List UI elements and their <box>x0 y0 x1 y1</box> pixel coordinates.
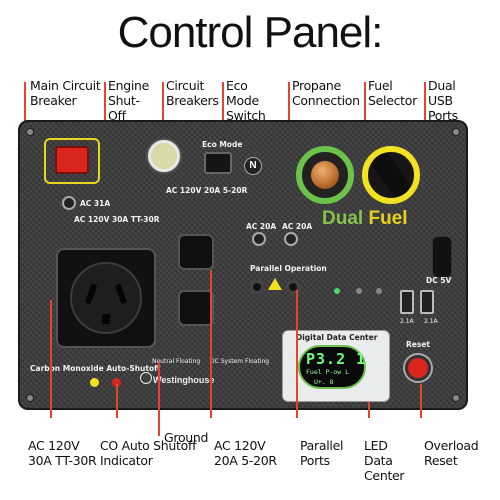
callout-main-circuit-breaker: Main Circuit Breaker <box>30 78 101 108</box>
lcd-display <box>298 345 366 389</box>
leader-propane <box>288 82 290 154</box>
screw <box>452 128 460 136</box>
ac-20a-left-label: AC 20A <box>246 222 277 231</box>
screw <box>452 394 460 402</box>
overload-led <box>356 288 362 294</box>
leader-led-data-center <box>368 402 370 418</box>
eco-mode-switch[interactable] <box>204 152 232 174</box>
co-indicator-red <box>112 378 121 387</box>
usb-cover[interactable] <box>432 236 452 278</box>
leader-parallel-ports <box>296 290 298 418</box>
page-title: Control Panel: <box>117 8 384 57</box>
callout-led-data-center: LED Data Center <box>364 438 405 483</box>
eco-mode-label: Eco Mode <box>202 140 243 149</box>
lcd-line-1: Fuel P‐ow L <box>306 368 350 376</box>
callout-eco-mode-switch: Eco Mode Switch <box>226 78 266 123</box>
ac-20a-outlet-label: AC 120V 20A 5-20R <box>166 186 248 195</box>
callout-co-auto-shutoff: CO Auto Shutoff Indicator <box>100 438 197 468</box>
leader-main-circuit-breaker <box>24 82 26 156</box>
dual-fuel-word-fuel: Fuel <box>368 208 408 229</box>
callout-engine-shutoff: Engine Shut-Off <box>108 78 150 123</box>
usb-left-label: 2.1A <box>400 318 414 325</box>
leader-ac-30a <box>50 300 52 418</box>
brand-logo: Westinghouse <box>153 375 215 385</box>
leader-ac-20a <box>210 270 212 418</box>
ac-20a-outlet-bottom[interactable] <box>178 290 214 326</box>
usb-port-right[interactable] <box>420 290 434 314</box>
ac-31a-label: AC 31A <box>80 199 111 208</box>
callout-circuit-breakers: Circuit Breakers <box>166 78 219 108</box>
digital-data-center-label: Digital Data Center <box>296 333 378 342</box>
engine-shutoff-button[interactable] <box>148 140 180 172</box>
main-breaker-frame <box>44 138 100 184</box>
screw <box>26 394 34 402</box>
callout-parallel-ports: Parallel Ports <box>300 438 344 468</box>
callout-ac-20a: AC 120V 20A 5-20R <box>214 438 277 468</box>
lcd-line-2: U+. 8 <box>314 378 334 386</box>
propane-connection-port[interactable] <box>311 161 339 189</box>
dc-5v-label: DC 5V <box>426 276 452 285</box>
callout-ac-30a: AC 120V 30A TT-30R <box>28 438 97 468</box>
leader-circuit-breakers <box>162 82 164 130</box>
callout-ground: Ground <box>164 430 209 445</box>
callout-overload-reset: Overload Reset <box>424 438 479 468</box>
dual-fuel-logo: Dual Fuel <box>322 208 408 230</box>
dc-system-floating-label: DC System Floating <box>210 358 270 365</box>
callout-propane-connection: Propane Connection <box>292 78 360 108</box>
screw <box>26 128 34 136</box>
callout-fuel-selector: Fuel Selector <box>368 78 417 108</box>
westinghouse-logo-icon <box>140 372 152 384</box>
lcd-main-readout: P3.2 1 <box>306 350 367 368</box>
output-ready-led <box>334 288 340 294</box>
leader-fuel-selector <box>364 82 366 146</box>
ac-20a-breaker-left[interactable] <box>252 232 266 246</box>
warning-icon <box>268 278 282 290</box>
parallel-port-left[interactable] <box>250 280 264 294</box>
leader-overload-reset <box>420 384 422 418</box>
leader-co-indicator <box>116 384 118 418</box>
n-button[interactable]: N <box>244 157 262 175</box>
main-circuit-breaker-switch[interactable] <box>55 146 89 174</box>
usb-port-left[interactable] <box>400 290 414 314</box>
co-indicator-green <box>90 378 99 387</box>
usb-right-label: 2.1A <box>424 318 438 325</box>
overload-reset-button[interactable] <box>405 355 431 381</box>
ac-20a-breaker-right[interactable] <box>284 232 298 246</box>
ac-20a-outlet-top[interactable] <box>178 234 214 270</box>
reset-label: Reset <box>406 340 430 349</box>
ac-30a-outlet-label: AC 120V 30A TT-30R <box>74 215 160 224</box>
co-auto-shutoff-label: Carbon Monoxide Auto-Shutoff <box>30 364 161 373</box>
ac-20a-right-label: AC 20A <box>282 222 313 231</box>
callout-dual-usb-ports: Dual USB Ports <box>428 78 458 123</box>
low-oil-led <box>376 288 382 294</box>
ac-31a-breaker[interactable] <box>62 196 76 210</box>
leader-eco-mode <box>222 82 224 152</box>
dual-fuel-word-dual: Dual <box>322 208 364 229</box>
neutral-floating-label: Neutral Floating <box>152 358 201 365</box>
outlet-slot <box>102 314 110 324</box>
parallel-operation-label: Parallel Operation <box>250 264 327 273</box>
leader-engine-shutoff <box>104 82 106 140</box>
leader-ground <box>158 362 160 436</box>
